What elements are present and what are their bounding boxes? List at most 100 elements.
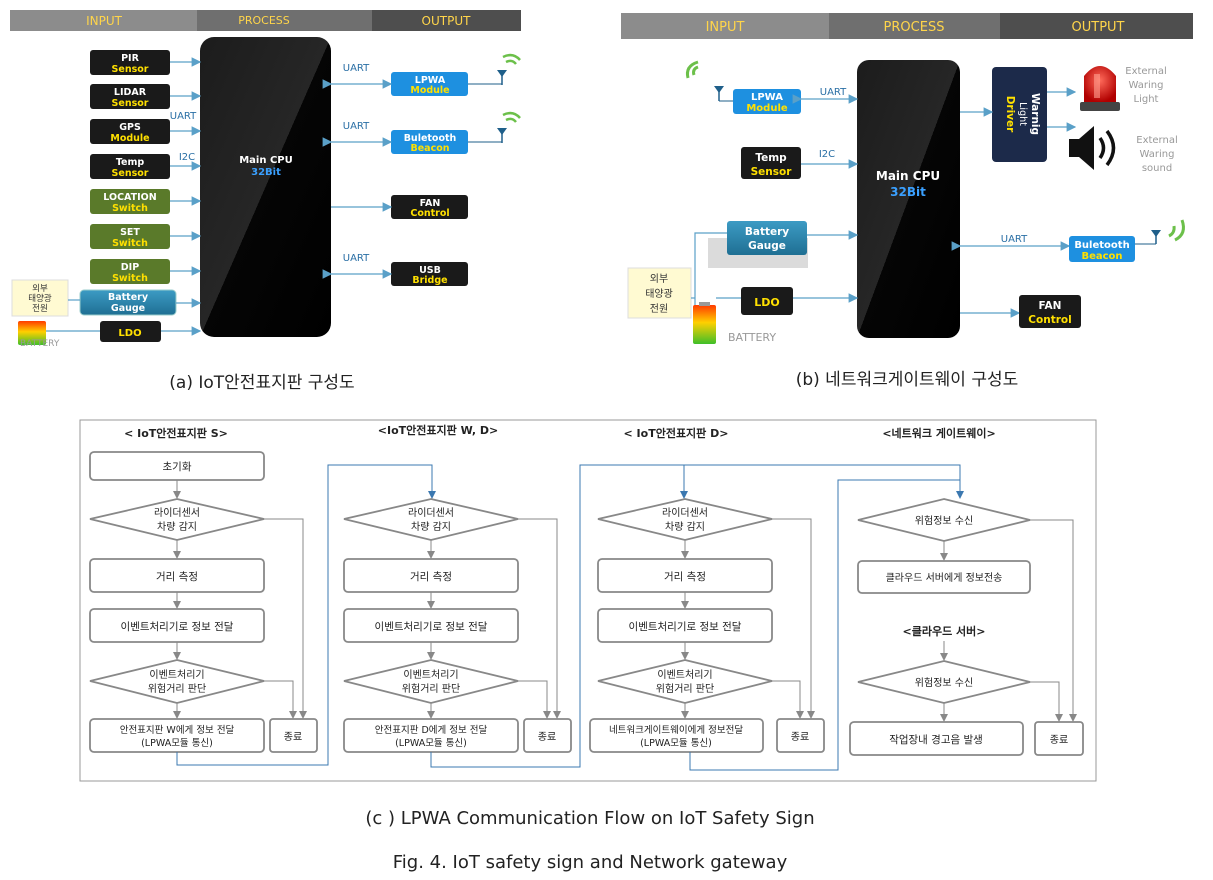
flow-col4-title: <네트워크 게이트웨이> (882, 426, 995, 440)
flow-c1-detect-l2: 차량 감지 (157, 521, 197, 533)
flow-c1-judge-l2: 위험거리 판단 (148, 682, 206, 695)
flow-col3: 라이더센서 차량 감지 거리 측정 이벤트처리기로 정보 전달 이벤트처리기 위… (589, 498, 825, 753)
header-a-output: OUTPUT (422, 14, 472, 28)
a-input-l1: LOCATION (103, 192, 156, 203)
flow-col2: 라이더센서 차량 감지 거리 측정 이벤트처리기로 정보 전달 이벤트처리기 위… (343, 498, 572, 753)
flow-c3-measure: 거리 측정 (664, 571, 706, 583)
flow-col2-title: <IoT안전표지판 W, D> (378, 423, 498, 437)
b-battery-gauge (727, 221, 807, 255)
header-b-input-bg (621, 13, 829, 39)
a-cpu-label: Main CPU (239, 155, 293, 166)
header-a-input: INPUT (86, 14, 123, 28)
header-a-process-bg (197, 10, 372, 31)
a-solar-l1: 외부 (32, 283, 48, 294)
a-input-l2: Switch (112, 203, 148, 214)
flow-c1-send-l2: (LPWA모듈 통신) (141, 738, 213, 749)
flow-c3-send-l2: (LPWA모듈 통신) (640, 738, 712, 749)
caption-a: (a) IoT안전표지판 구성도 (169, 373, 354, 393)
flow-cloud-alarm: 작업장내 경고음 발생 (889, 733, 983, 746)
flow-c2-judge-l2: 위험거리 판단 (402, 682, 460, 695)
b-warning-light-driver (992, 67, 1047, 162)
a-input-l2: Module (110, 133, 149, 144)
b-driver-l1: Warnig (1029, 93, 1041, 135)
a-output-l2: Control (410, 208, 449, 219)
b-ext-sound-l1: External (1136, 135, 1178, 146)
a-battery-gauge-l2: Gauge (111, 303, 145, 314)
a-input-block (90, 50, 170, 75)
diagram-a: INPUT PROCESS OUTPUT Main CPU 32Bit PIRS… (10, 10, 521, 393)
b-ext-sound-l3: sound (1142, 163, 1172, 174)
b-temp-l1: Temp (755, 152, 787, 164)
b-battery-icon (693, 305, 716, 344)
flow-c2-detect-l1: 라이더센서 (408, 507, 454, 519)
b-ext-light-l1: External (1125, 66, 1167, 77)
a-input-block (90, 259, 170, 284)
b-driver-l3: Driver (1004, 96, 1016, 133)
b-cpu-bits: 32Bit (890, 185, 926, 199)
b-ldo (741, 287, 793, 315)
a-input-l1: LIDAR (114, 87, 147, 98)
b-antenna-beacon-icon (1135, 219, 1185, 245)
flow-cloud-title: <클라우드 서버> (903, 624, 986, 638)
flow-c3-send-box (589, 718, 764, 753)
flow-c3-end: 종료 (791, 731, 809, 743)
b-temp-sensor (741, 147, 801, 179)
flow-gw-recv: 위험정보 수신 (915, 514, 973, 527)
b-beacon-l1: Buletooth (1074, 240, 1129, 251)
b-solar-power (627, 267, 692, 319)
a-output-l1: LPWA (415, 75, 446, 86)
caption-c: (c ) LPWA Communication Flow on IoT Safe… (365, 808, 814, 829)
flow-c4-end: 종료 (1050, 734, 1068, 746)
a-battery-label: BATTERY (20, 339, 60, 349)
flow-c2-end-box (523, 718, 572, 753)
flow-c1-end-box (269, 718, 318, 753)
flow-cloud-alarm-box (849, 721, 1024, 756)
a-input-block (90, 119, 170, 144)
b-beacon-l2: Beacon (1081, 251, 1122, 262)
a-input-block (90, 84, 170, 109)
a-output-l1: USB (419, 265, 441, 276)
a-output-block (391, 262, 468, 286)
b-fan-l2: Control (1028, 314, 1071, 326)
header-b-process-bg (829, 13, 1000, 39)
a-input-block (90, 224, 170, 249)
flow-gw-to-cloud-box (857, 560, 1031, 594)
flow-c3-judge-l2: 위험거리 판단 (656, 682, 714, 695)
flow-col3-title: < IoT안전표지판 D> (624, 426, 729, 440)
flow-c1-send-l1: 안전표지판 W에게 정보 전달 (120, 724, 235, 736)
a-solar-l2: 태양광 (28, 293, 52, 304)
flow-col4: 위험정보 수신 클라우드 서버에게 정보전송 <클라우드 서버> 위험정보 수신… (849, 498, 1084, 756)
b-battery-label: BATTERY (728, 331, 776, 344)
a-input-l2: Sensor (112, 168, 149, 179)
a-main-cpu (200, 37, 331, 337)
a-output-blocks: LPWAModuleUARTBuletoothBeaconUARTFANCont… (322, 63, 503, 286)
a-output-conn-label: UART (343, 121, 370, 132)
flow-c3-detect-l2: 차량 감지 (665, 521, 705, 533)
b-solar-l2: 태양광 (645, 288, 673, 300)
flow-c2-send-event: 이벤트처리기로 정보 전달 (375, 621, 488, 633)
b-lpwa-module (733, 89, 801, 114)
flow-col1: 초기화 라이더센서 차량 감지 거리 측정 이벤트처리기로 정보 전달 이벤트처… (89, 451, 318, 753)
b-main-cpu (857, 60, 960, 338)
a-output-block (391, 72, 468, 96)
flow-c3-judge-l1: 이벤트처리기 (657, 669, 712, 681)
b-temp-l2: Sensor (751, 166, 793, 178)
a-input-block (90, 154, 170, 179)
flow-c1-judge-l1: 이벤트처리기 (149, 669, 204, 681)
a-ldo-label: LDO (118, 328, 141, 339)
header-a-output-bg (372, 10, 521, 31)
flow-cloud-recv: 위험정보 수신 (915, 676, 973, 689)
b-solar-l3: 전원 (650, 303, 668, 315)
b-fan-control (1019, 295, 1081, 328)
a-input-l1: Temp (116, 157, 145, 168)
b-antenna-lpwa-icon (686, 60, 733, 102)
a-output-block (391, 130, 468, 154)
caption-b: (b) 네트워크게이트웨이 구성도 (796, 370, 1019, 390)
header-a-input-bg (10, 10, 197, 31)
b-fan-l1: FAN (1039, 300, 1062, 312)
a-output-l1: FAN (420, 198, 441, 209)
a-solar-power (11, 279, 69, 317)
a-i2c: I2C (179, 152, 195, 163)
flow-col1-title: < IoT안전표지판 S> (124, 426, 228, 440)
b-battery-gauge-l2: Gauge (748, 240, 786, 252)
